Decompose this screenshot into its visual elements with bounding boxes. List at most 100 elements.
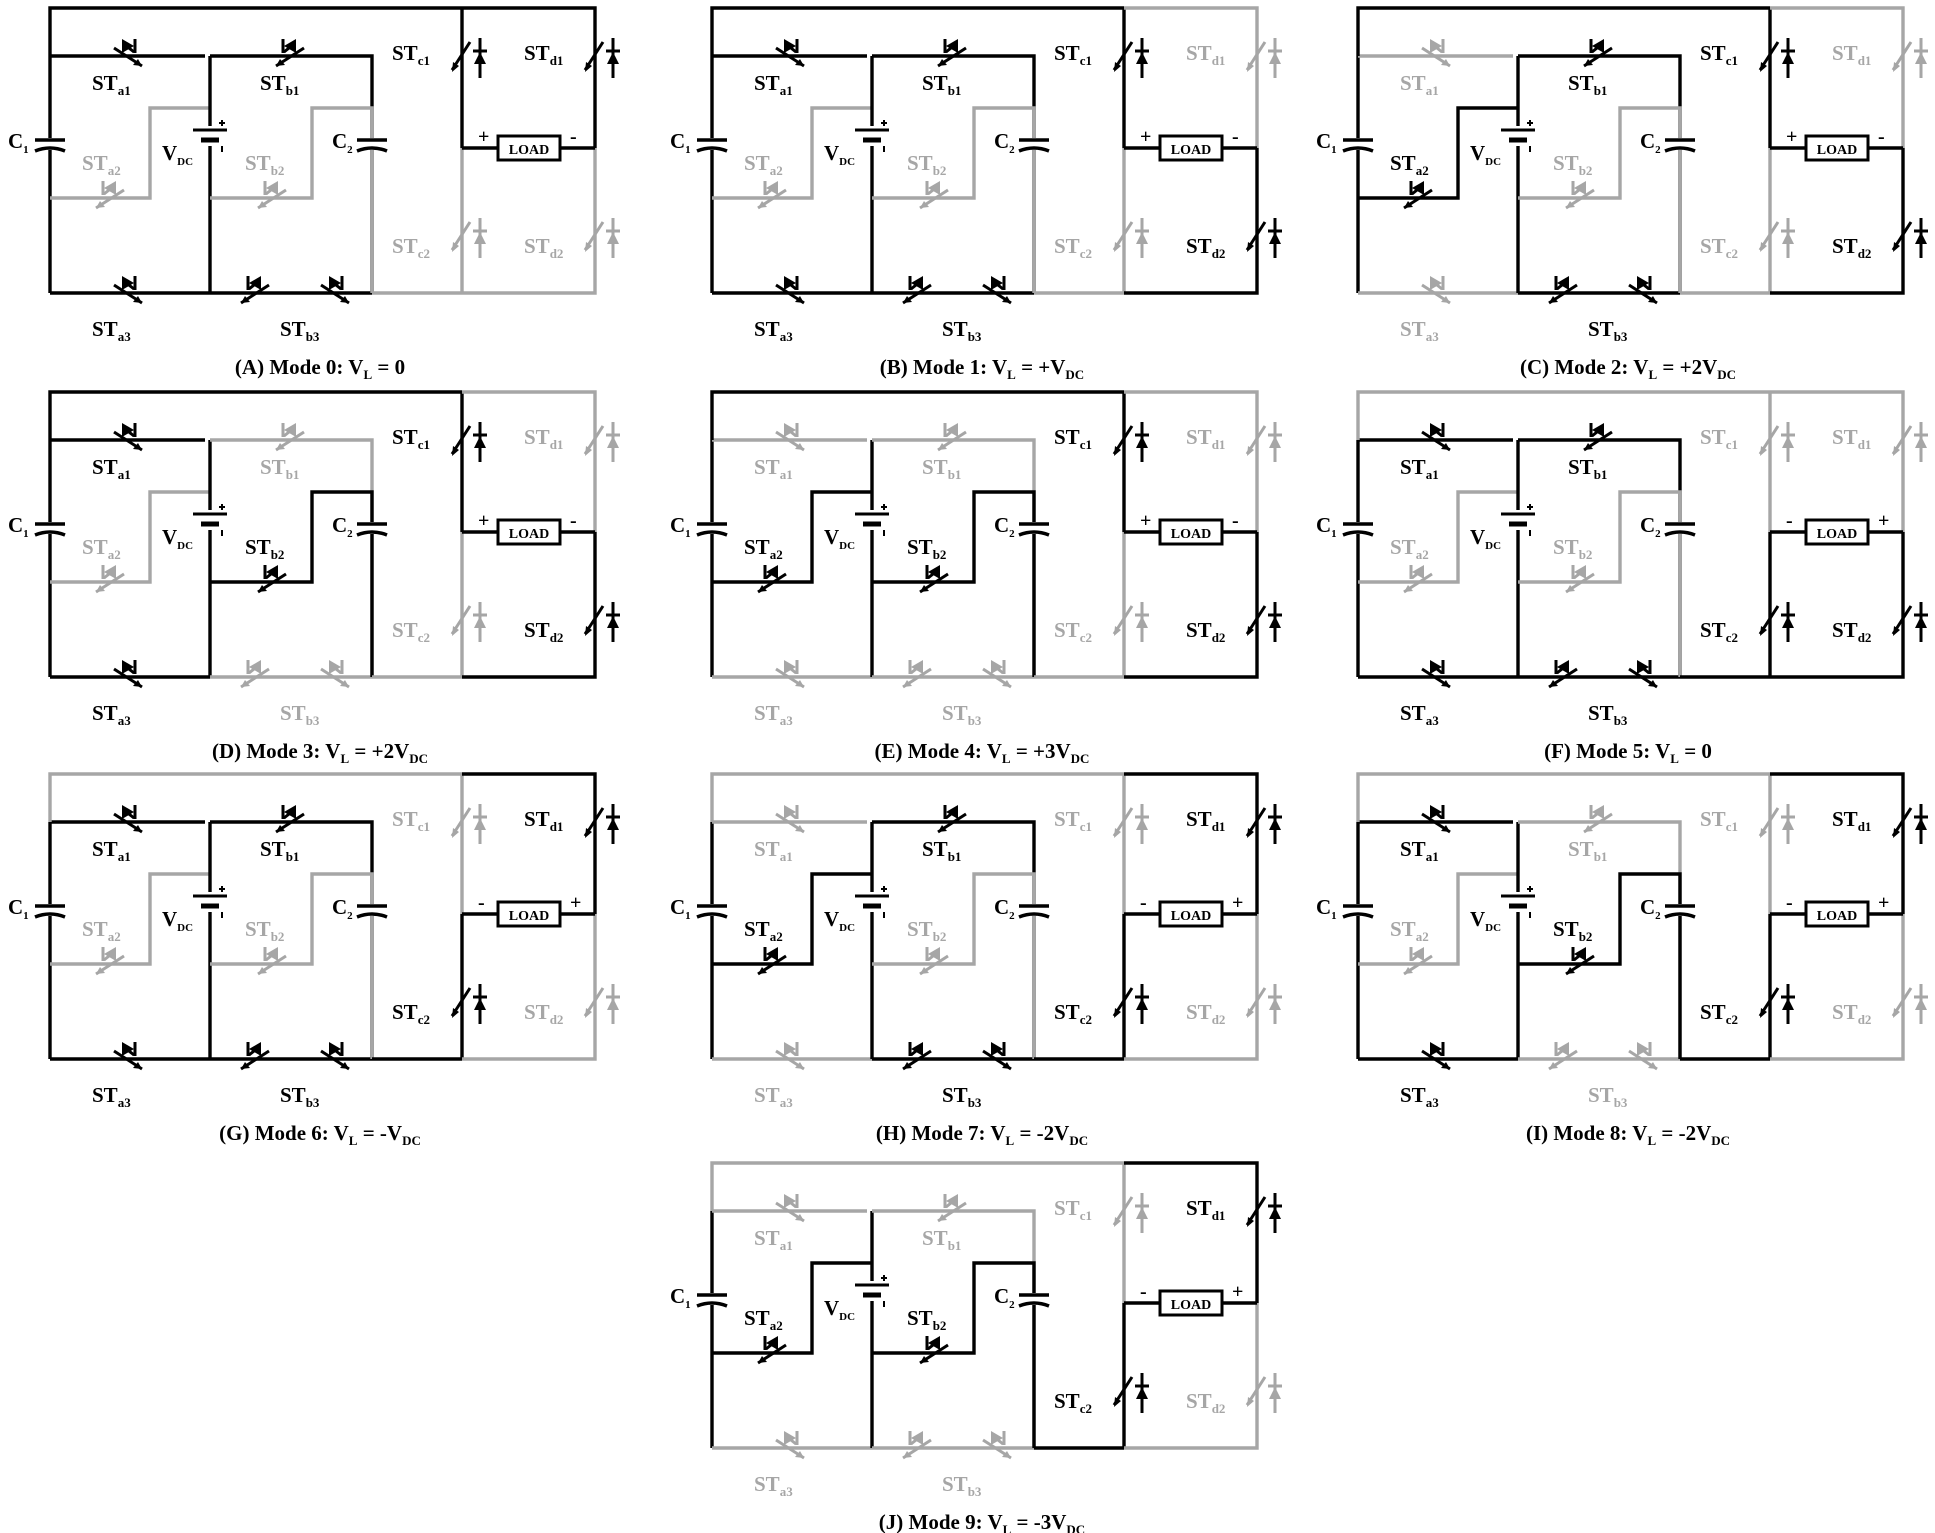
- label-c2-switch: STc2: [1700, 618, 1738, 645]
- mode-caption: (G) Mode 6: VL = -VDC: [219, 1121, 421, 1148]
- label-c1: C1: [670, 129, 691, 156]
- load-box: [496, 518, 562, 546]
- label-c1: C1: [670, 1284, 691, 1311]
- switch-d1: [583, 422, 620, 462]
- top-rail: [1356, 390, 1770, 440]
- switch-b3b: [982, 1042, 1012, 1071]
- load-box: [1804, 518, 1870, 546]
- switch-a1: [1421, 805, 1451, 834]
- label-d2: STd2: [1832, 618, 1871, 645]
- label-d1: STd1: [1832, 41, 1871, 68]
- switch-a3: [1421, 276, 1451, 305]
- capacitor-c2: [1664, 904, 1696, 919]
- label-d1: STd1: [1186, 807, 1225, 834]
- load-polarity-right: -: [570, 510, 577, 532]
- d1-leg: [1124, 6, 1259, 148]
- load-polarity-right: +: [1232, 892, 1243, 914]
- b2-path: [210, 106, 374, 293]
- label-b1: STb1: [1568, 837, 1607, 864]
- switch-b1: [1583, 423, 1613, 452]
- label-d2: STd2: [524, 234, 563, 261]
- d1-leg: [462, 6, 597, 148]
- label-b2: STb2: [245, 917, 284, 944]
- dc-source: [192, 504, 228, 536]
- label-d2: STd2: [1186, 1389, 1225, 1416]
- top-rail: [48, 390, 462, 440]
- switch-a2: [757, 565, 787, 594]
- switch-c1: [1758, 422, 1795, 462]
- d2-leg: [1124, 1303, 1259, 1450]
- dc-source: [854, 504, 890, 536]
- label-vdc: VDC: [824, 525, 855, 552]
- switch-b1: [937, 805, 967, 834]
- label-c2-switch: STc2: [1700, 234, 1738, 261]
- mode-caption: (H) Mode 7: VL = -2VDC: [876, 1121, 1088, 1148]
- label-b3: STb3: [280, 701, 320, 728]
- capacitor-c1: [696, 522, 728, 537]
- switch-d2: [1891, 984, 1928, 1024]
- b2-path: [872, 490, 1036, 677]
- switch-c2: [1112, 602, 1149, 642]
- d1-leg: [1124, 772, 1259, 914]
- dc-source: [854, 1275, 890, 1307]
- label-vdc: VDC: [824, 907, 855, 934]
- mode-caption: (J) Mode 9: VL = -3VDC: [879, 1510, 1085, 1533]
- switch-d1: [1891, 804, 1928, 844]
- d2-leg: [462, 532, 597, 679]
- switch-d1: [1245, 804, 1282, 844]
- switch-b3b: [982, 1431, 1012, 1460]
- d2-leg: [1770, 148, 1905, 295]
- mode-caption: (F) Mode 5: VL = 0: [1544, 739, 1712, 766]
- label-a2: STa2: [82, 917, 121, 944]
- capacitor-c2: [1018, 138, 1050, 153]
- label-c2-switch: STc2: [392, 234, 430, 261]
- switch-a1: [775, 805, 805, 834]
- load-box: [1804, 134, 1870, 162]
- capacitor-c2: [356, 904, 388, 919]
- label-c2-switch: STc2: [1054, 1389, 1092, 1416]
- switch-d2: [583, 602, 620, 642]
- d2-leg: [1124, 148, 1259, 295]
- switch-b2: [1565, 565, 1595, 594]
- label-d1: STd1: [524, 41, 563, 68]
- switch-a3: [775, 1431, 805, 1460]
- switch-c2: [1112, 1373, 1149, 1413]
- a2-path: [50, 490, 210, 584]
- label-c2: C2: [332, 895, 353, 922]
- label-a1: STa1: [1400, 455, 1439, 482]
- label-d2: STd2: [1832, 234, 1871, 261]
- capacitor-c2: [1018, 1293, 1050, 1308]
- switch-a3: [775, 660, 805, 689]
- switch-c1: [450, 38, 487, 78]
- capacitor-c1: [34, 904, 66, 919]
- switch-a2: [95, 565, 125, 594]
- label-b1: STb1: [922, 455, 961, 482]
- label-b2: STb2: [907, 917, 946, 944]
- label-c1: C1: [8, 895, 29, 922]
- switch-c1: [1112, 422, 1149, 462]
- load-polarity-left: -: [478, 892, 485, 914]
- switch-b3: [1548, 276, 1578, 305]
- label-b2: STb2: [245, 151, 284, 178]
- d2-leg: [1770, 532, 1905, 679]
- switch-a2: [757, 947, 787, 976]
- load-label: LOAD: [1817, 143, 1857, 158]
- switch-a1: [1421, 39, 1451, 68]
- switch-d2: [1245, 602, 1282, 642]
- label-c1: C1: [670, 895, 691, 922]
- label-c2: C2: [332, 129, 353, 156]
- switch-d2: [1891, 602, 1928, 642]
- label-b2: STb2: [1553, 917, 1592, 944]
- switch-b1: [1583, 805, 1613, 834]
- label-vdc: VDC: [162, 907, 193, 934]
- label-a1: STa1: [754, 1226, 793, 1253]
- switch-a1: [113, 423, 143, 452]
- switch-b2: [919, 181, 949, 210]
- switch-b3: [1548, 660, 1578, 689]
- label-a1: STa1: [92, 455, 131, 482]
- switch-a2: [1403, 565, 1433, 594]
